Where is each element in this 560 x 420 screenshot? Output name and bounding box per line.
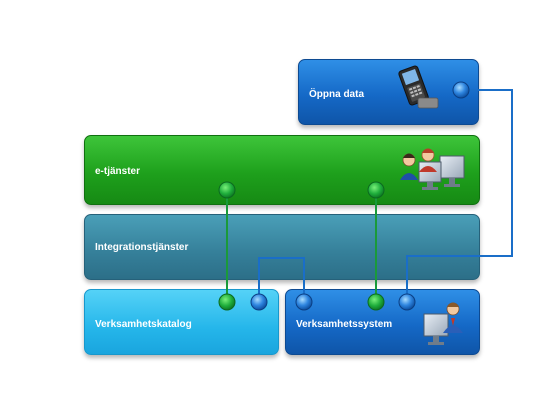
blue-connectors [258,89,513,302]
green-node-e-services-right [367,181,385,199]
mobile-phone-icon [398,65,429,106]
green-connectors [226,190,377,302]
business-catalog-label: Verksamhetskatalog [95,319,192,330]
green-node-system [367,293,385,311]
blue-node-system-left [295,293,313,311]
e-services-label: e-tjänster [95,166,141,177]
blue-node-catalog [250,293,268,311]
blue-node-open-data [452,81,470,99]
user-at-computer-icon [423,302,463,345]
e-services-box: e-tjänster [84,135,480,205]
open-data-box: Öppna data [298,59,479,125]
blue-connector-open-data-system [406,89,513,302]
green-node-catalog [218,293,236,311]
green-node-e-services-left [218,181,236,199]
integration-services-box: Integrationstjänster [84,214,480,280]
business-systems-label: Verksamhetssystem [296,319,393,330]
users-at-computer-icon [400,148,465,190]
business-catalog-box: Verksamhetskatalog [84,289,279,355]
phone-stand-icon [417,97,439,109]
blue-connector-catalog-system [258,257,305,302]
blue-node-system-right [398,293,416,311]
integration-services-label: Integrationstjänster [95,242,189,253]
open-data-label: Öppna data [309,89,365,100]
